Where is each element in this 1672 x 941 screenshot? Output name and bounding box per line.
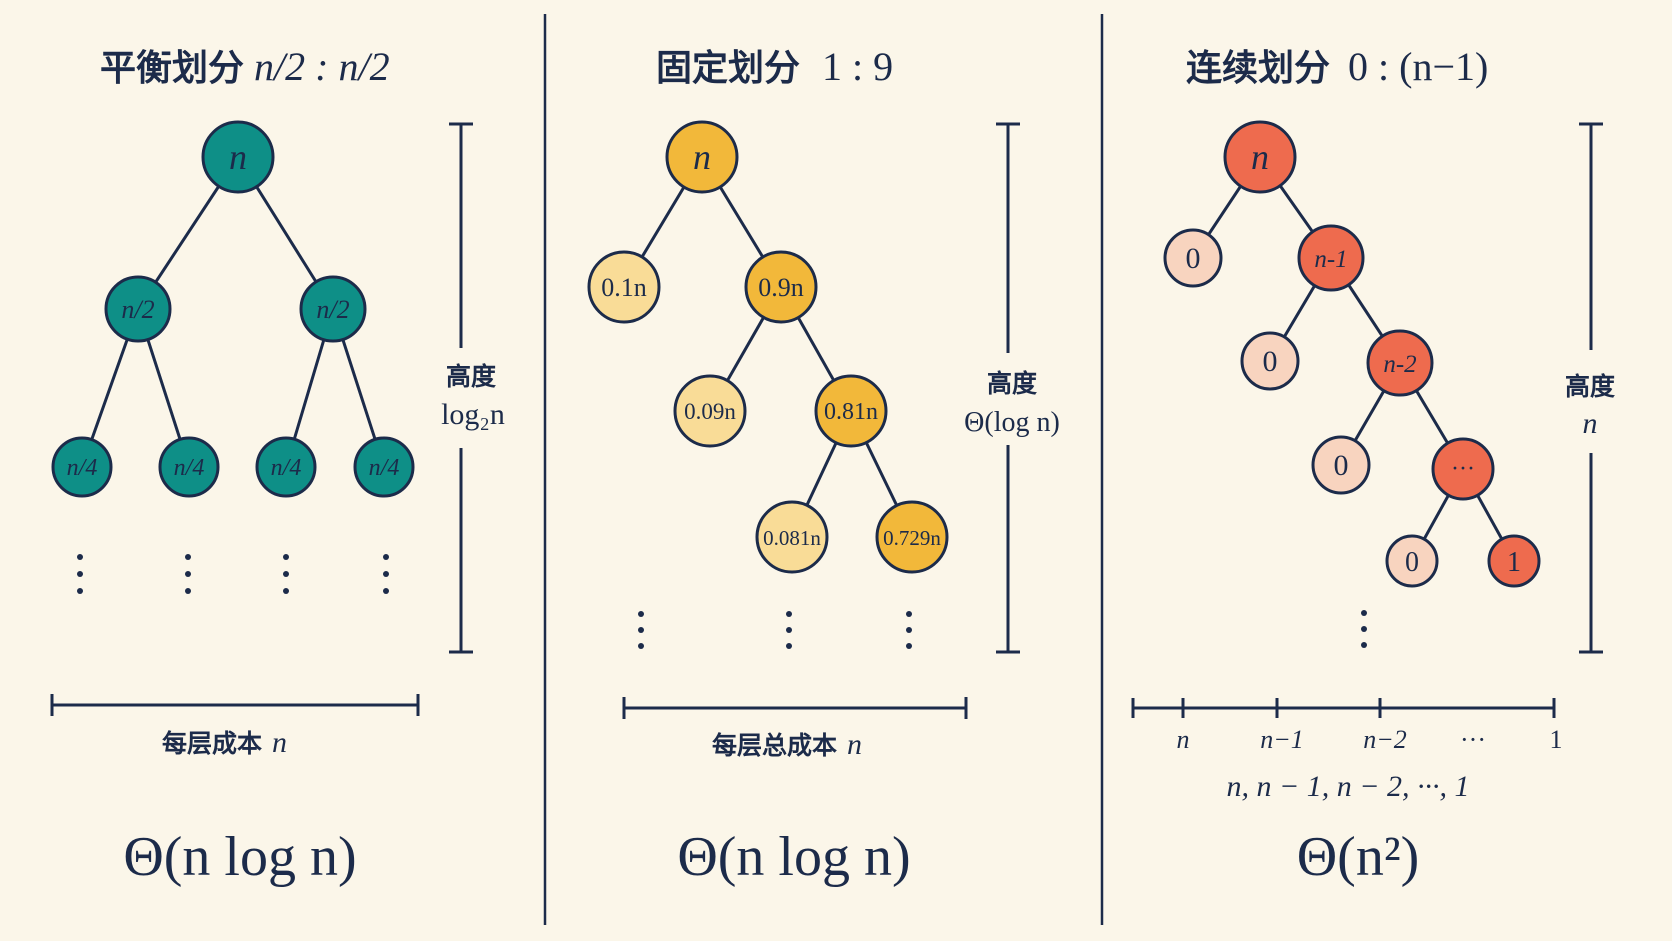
- panel2-height-label-cn: 高度: [987, 369, 1037, 398]
- panel1-cost-bracket: [50, 694, 420, 716]
- svg-text:0: 0: [1186, 242, 1201, 275]
- panel1-height-label-cn: 高度: [446, 362, 496, 391]
- panel2-height-label-math: Θ(log n): [964, 407, 1060, 438]
- svg-text:···: ···: [1451, 456, 1475, 482]
- tree-node-n-2: n-2: [1366, 329, 1434, 397]
- panel1-height-bracket: [449, 122, 473, 654]
- panel1-complexity: Θ(n log n): [123, 826, 356, 888]
- tree-node-n-1: n-1: [1297, 224, 1365, 292]
- axis-tick-label: n: [1177, 725, 1190, 754]
- svg-text:n/2: n/2: [316, 295, 349, 324]
- tree-node-root: n: [665, 120, 739, 194]
- svg-text:n/4: n/4: [271, 455, 302, 481]
- tree-node-small-0.09n: 0.09n: [673, 374, 747, 448]
- panel3-height-label-cn: 高度: [1565, 372, 1615, 401]
- axis-tick-label: n−2: [1363, 725, 1407, 754]
- tree-node-small-0.1n: 0.1n: [587, 250, 661, 324]
- tree-node-empty-0: 0: [1385, 534, 1439, 588]
- svg-text:0.081n: 0.081n: [763, 526, 821, 550]
- svg-text:n: n: [1251, 137, 1269, 177]
- svg-text:n-1: n-1: [1314, 246, 1347, 273]
- panel1-continuation-dots: [77, 554, 389, 594]
- tree-node-level2-2: n/4: [158, 436, 220, 498]
- tree-node-level1-right: n/2: [299, 275, 367, 343]
- panel3-height-label-math: n: [1583, 407, 1598, 440]
- axis-tick-label: n−1: [1260, 725, 1304, 754]
- tree-node-one: 1: [1487, 534, 1541, 588]
- svg-text:0.9n: 0.9n: [758, 273, 804, 302]
- tree-node-large-0.9n: 0.9n: [744, 250, 818, 324]
- panel3-complexity: Θ(n²): [1297, 826, 1420, 888]
- svg-text:n/4: n/4: [174, 455, 205, 481]
- tree-node-empty-0: 0: [1240, 331, 1300, 391]
- panel2-tree-edges: [622, 156, 914, 538]
- svg-text:0.09n: 0.09n: [684, 399, 736, 424]
- tree-node-root: n: [201, 120, 275, 194]
- svg-text:n: n: [229, 137, 247, 177]
- svg-text:0: 0: [1405, 547, 1419, 578]
- svg-text:1: 1: [1507, 547, 1521, 578]
- svg-text:n/4: n/4: [369, 455, 400, 481]
- tree-node-empty-0: 0: [1311, 435, 1371, 495]
- tree-node-small-0.081n: 0.081n: [755, 500, 829, 574]
- panel2-continuation-dots: [638, 611, 912, 649]
- panel2-cost-bracket: [622, 697, 968, 719]
- svg-text:0: 0: [1263, 345, 1278, 378]
- tree-node-root: n: [1223, 120, 1297, 194]
- svg-text:n-2: n-2: [1383, 351, 1416, 378]
- svg-text:0.1n: 0.1n: [601, 273, 647, 302]
- panel2-complexity: Θ(n log n): [677, 826, 910, 888]
- panel3-height-bracket: [1579, 122, 1603, 654]
- svg-text:n/2: n/2: [121, 295, 154, 324]
- tree-node-level2-4: n/4: [353, 436, 415, 498]
- tree-node-large-0.729n: 0.729n: [875, 500, 949, 574]
- panel2-height-bracket: [996, 122, 1020, 654]
- tree-node-empty-0: 0: [1163, 228, 1223, 288]
- svg-text:n: n: [693, 137, 711, 177]
- tree-node-level2-3: n/4: [255, 436, 317, 498]
- tree-node-large-0.81n: 0.81n: [814, 374, 888, 448]
- panel3-cost-axis: [1131, 698, 1556, 718]
- svg-text:0: 0: [1334, 449, 1349, 482]
- tree-node-ellipsis: ···: [1431, 437, 1495, 501]
- axis-tick-label: ···: [1460, 725, 1486, 754]
- svg-text:n/4: n/4: [67, 455, 98, 481]
- axis-tick-label: 1: [1550, 725, 1563, 754]
- tree-node-level1-left: n/2: [104, 275, 172, 343]
- panel3-continuation-dots: [1361, 610, 1367, 648]
- panel3-cost-label: n, n − 1, n − 2, ···, 1: [1227, 770, 1470, 803]
- svg-text:0.81n: 0.81n: [824, 399, 878, 425]
- tree-node-level2-1: n/4: [51, 436, 113, 498]
- panel1-height-label-math: log₂n: [441, 398, 505, 431]
- svg-text:0.729n: 0.729n: [883, 526, 941, 550]
